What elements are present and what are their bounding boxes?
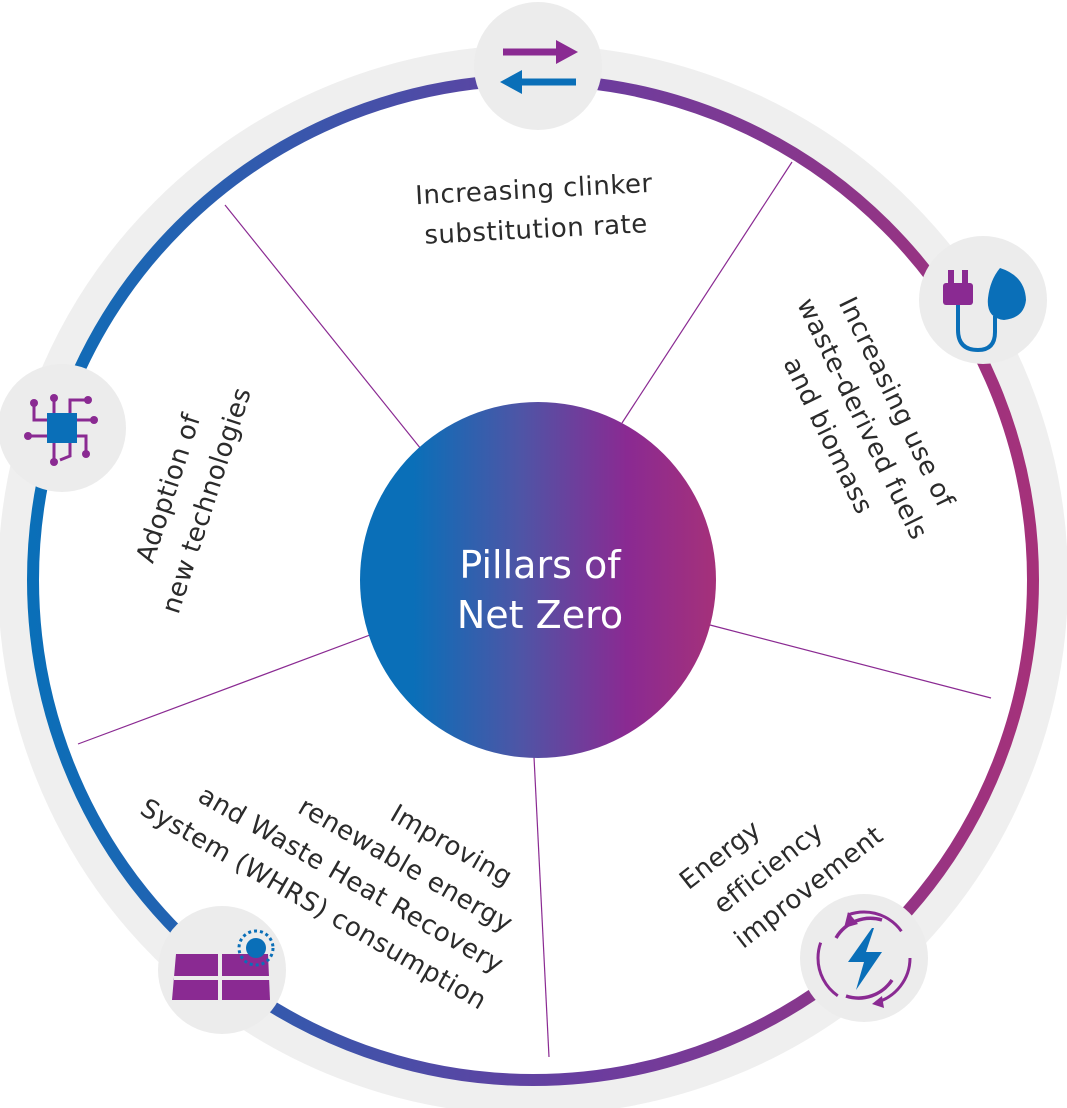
center-title-line1: Pillars of: [459, 543, 622, 587]
center-title-line2: Net Zero: [457, 593, 623, 637]
segment-dividers: [77, 161, 992, 1058]
divider-line: [533, 756, 550, 1058]
swap-arrows-icon: [474, 2, 602, 130]
divider-line: [224, 204, 422, 450]
solar-panel-sun-icon: [158, 906, 286, 1034]
plug-leaf-icon: [919, 236, 1047, 364]
divider-line: [709, 624, 992, 699]
divider-line: [77, 634, 371, 745]
divider-line: [621, 161, 793, 424]
center-circle: [360, 402, 716, 758]
circuit-chip-icon: [0, 364, 126, 492]
lightning-cycle-icon: [800, 894, 928, 1022]
